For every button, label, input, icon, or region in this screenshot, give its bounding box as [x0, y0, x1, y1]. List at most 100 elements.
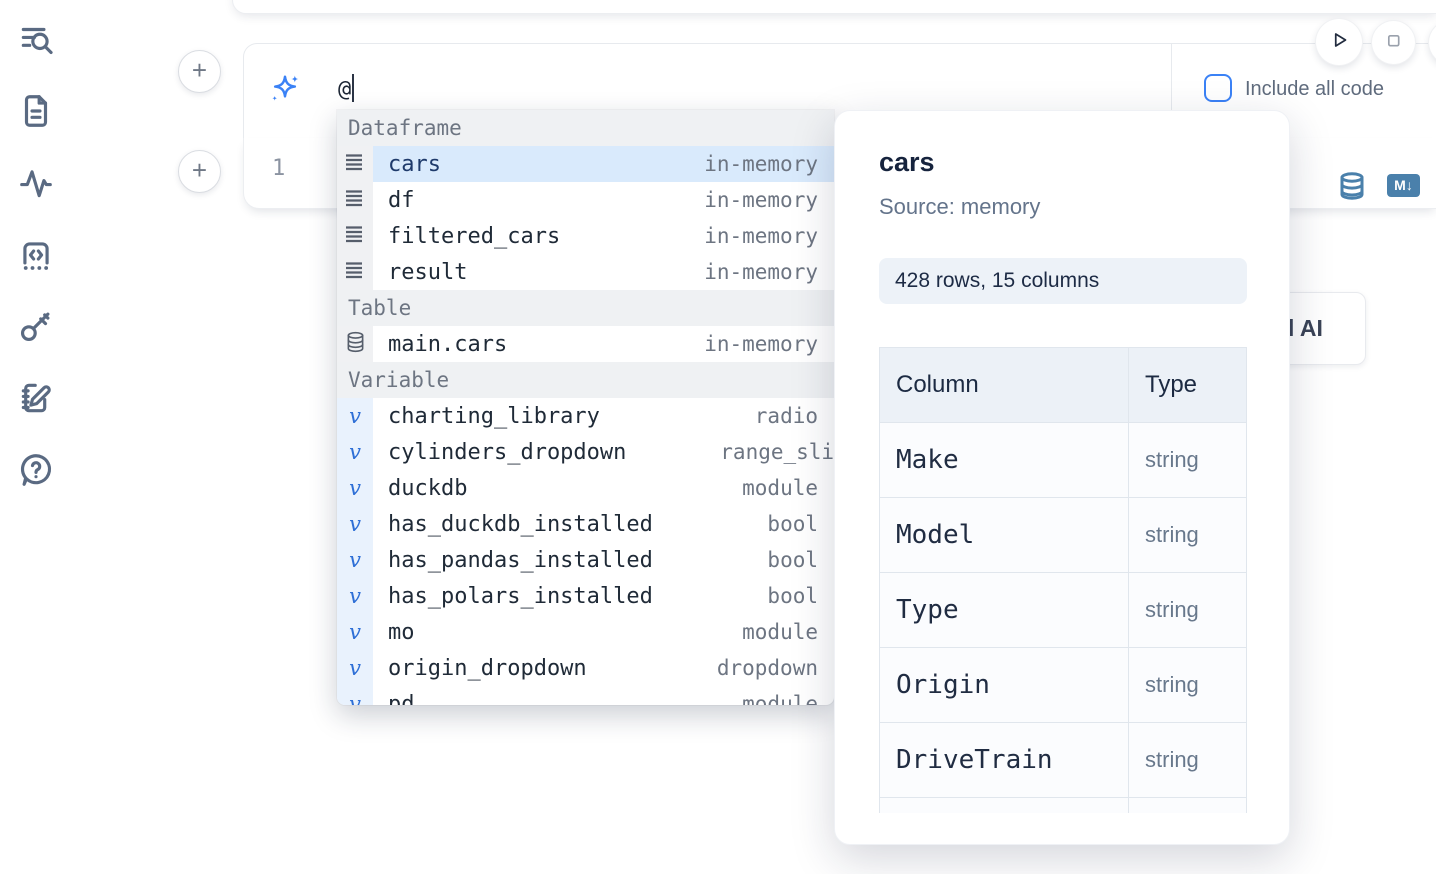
- list-search-icon: [17, 27, 55, 62]
- schema-column-type: string: [1128, 497, 1247, 573]
- stop-icon: [1381, 28, 1406, 58]
- autocomplete-section-header: Dataframe: [337, 110, 834, 146]
- database-icon: [346, 331, 365, 357]
- play-icon: [1326, 27, 1352, 58]
- sidebar-item-help[interactable]: [17, 451, 55, 489]
- autocomplete-item[interactable]: result in-memory: [337, 254, 834, 290]
- variable-icon: v: [349, 620, 361, 644]
- autocomplete-item-name: main.cars: [388, 331, 508, 357]
- dataframe-icon: [345, 189, 365, 211]
- sidebar-item-secrets[interactable]: [17, 307, 55, 345]
- autocomplete-item-type: in-memory: [704, 188, 818, 212]
- autocomplete-section-header: Variable: [337, 362, 834, 398]
- stop-button[interactable]: [1372, 21, 1415, 64]
- autocomplete-item-name: has_duckdb_installed: [388, 511, 653, 537]
- sidebar-item-search[interactable]: [17, 20, 55, 58]
- variable-icon: v: [349, 656, 361, 680]
- key-icon: [17, 312, 55, 349]
- autocomplete-item-name: pd: [388, 691, 415, 706]
- include-all-code-checkbox[interactable]: [1204, 74, 1232, 102]
- autocomplete-item-type: bool: [767, 584, 818, 608]
- markdown-convert-icon[interactable]: M↓: [1387, 174, 1420, 197]
- help-icon: [17, 454, 55, 493]
- line-number: 1: [272, 156, 286, 181]
- autocomplete-item-type: module: [742, 476, 818, 500]
- previous-cell: [232, 0, 1436, 14]
- schema-column-name: Make: [879, 422, 1129, 498]
- autocomplete-item-type: dropdown: [716, 656, 818, 680]
- schema-column-name: Type: [879, 572, 1129, 648]
- autocomplete-item-name: origin_dropdown: [388, 655, 587, 681]
- panel-divider: [1171, 44, 1172, 139]
- autocomplete-item[interactable]: v duckdb module: [337, 470, 834, 506]
- autocomplete-item[interactable]: main.cars in-memory: [337, 326, 834, 362]
- dataframe-icon: [345, 261, 365, 283]
- autocomplete-item-name: cars: [388, 151, 441, 177]
- sidebar-item-scratchpad[interactable]: [17, 379, 55, 417]
- variable-icon: v: [349, 440, 361, 464]
- sidebar-item-snippets[interactable]: [17, 236, 55, 274]
- schema-column-type: string: [1128, 572, 1247, 648]
- add-cell-button[interactable]: +: [178, 50, 221, 93]
- autocomplete-item-type: in-memory: [704, 260, 818, 284]
- preview-title: cars: [879, 147, 935, 177]
- extra-circle-button[interactable]: [1429, 21, 1436, 64]
- autocomplete-item-type: in-memory: [704, 332, 818, 356]
- autocomplete-item[interactable]: cars in-memory: [337, 146, 834, 182]
- database-icon[interactable]: [1337, 171, 1367, 201]
- autocomplete-item-name: mo: [388, 619, 415, 645]
- autocomplete-item-type: module: [742, 692, 818, 705]
- autocomplete-item-name: duckdb: [388, 475, 468, 501]
- schema-column-name: Origin: [879, 647, 1129, 723]
- variable-icon: v: [349, 476, 361, 500]
- autocomplete-item-name: result: [388, 259, 468, 285]
- schema-column-type: string: [1128, 647, 1247, 723]
- text-cursor: [352, 74, 355, 102]
- activity-icon: [17, 170, 55, 206]
- dataframe-icon: [345, 225, 365, 247]
- variable-icon: v: [349, 404, 361, 428]
- autocomplete-item-type: bool: [767, 512, 818, 536]
- sidebar-item-files[interactable]: [17, 92, 55, 130]
- autocomplete-item-type: in-memory: [704, 152, 818, 176]
- dataframe-icon: [345, 153, 365, 175]
- schema-column-name: Model: [879, 497, 1129, 573]
- autocomplete-item-type: range_slider: [720, 440, 834, 464]
- schema-column-name: [879, 797, 1129, 813]
- autocomplete-item[interactable]: v cylinders_dropdown range_slider: [337, 434, 834, 470]
- schema-column-type: string: [1128, 422, 1247, 498]
- variable-icon: v: [349, 548, 361, 572]
- code-block-icon: [17, 242, 55, 278]
- document-icon: [17, 95, 55, 134]
- variable-icon: v: [349, 584, 361, 608]
- autocomplete-item-name: cylinders_dropdown: [388, 439, 627, 465]
- autocomplete-popup: Dataframe cars in-memory df in-memory filtere…: [337, 110, 834, 705]
- schema-column-type: string: [1128, 722, 1247, 798]
- ai-prompt-input[interactable]: @: [338, 74, 355, 102]
- add-cell-button[interactable]: +: [178, 150, 221, 193]
- autocomplete-item-name: df: [388, 187, 415, 213]
- notebook-edit-icon: [17, 383, 55, 421]
- sidebar-item-activity[interactable]: [17, 164, 55, 202]
- sparkles-icon: [269, 73, 301, 105]
- autocomplete-item[interactable]: df in-memory: [337, 182, 834, 218]
- autocomplete-item[interactable]: v origin_dropdown dropdown: [337, 650, 834, 686]
- autocomplete-item[interactable]: v mo module: [337, 614, 834, 650]
- ai-prompt-value: @: [338, 77, 352, 102]
- autocomplete-item-type: module: [742, 620, 818, 644]
- schema-column-header: Type: [1128, 347, 1247, 423]
- run-button[interactable]: [1316, 19, 1362, 65]
